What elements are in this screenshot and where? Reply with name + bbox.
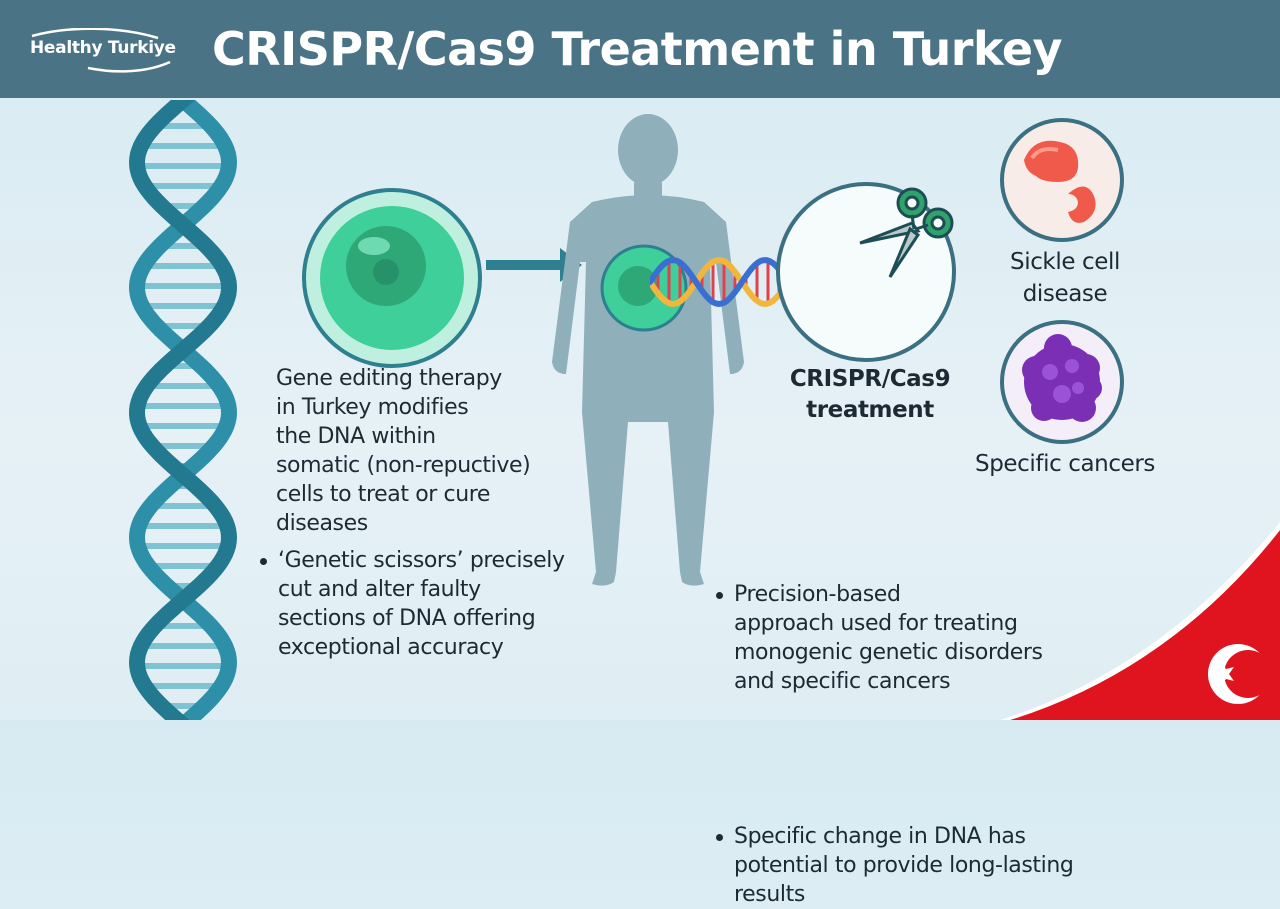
bullet-precision-based: Precision-based approach used for treati… [712, 580, 1114, 696]
dna-helix-icon [128, 100, 238, 720]
sickle-cell-icon [1000, 118, 1124, 242]
healthy-turkiye-logo[interactable]: Healthy Turkiye [28, 28, 188, 78]
human-silhouette-icon [552, 114, 744, 586]
logo-text: Healthy Turkiye [30, 38, 176, 58]
intro-line: diseases [276, 511, 368, 536]
bullet-line: and specific cancers [734, 669, 951, 694]
scissors-icon [859, 187, 954, 278]
turkish-flag-icon [1000, 522, 1280, 720]
bullet-genetic-scissors: ‘Genetic scissors’ precisely cut and alt… [256, 546, 618, 662]
logo-swoosh-icon [31, 28, 171, 73]
bullet-line: exceptional accuracy [278, 635, 504, 660]
bullet-line: cut and alter faulty [278, 577, 481, 602]
intro-text: Gene editing therapy in Turkey modifies … [276, 364, 596, 538]
cell-icon [302, 188, 482, 368]
intro-line: in Turkey modifies [276, 395, 469, 420]
bullet-line: results [734, 882, 805, 907]
intro-line: cells to treat or cure [276, 482, 491, 507]
bullet-line: Specific change in DNA has [734, 824, 1026, 849]
bullet-line: Precision-based [734, 582, 901, 607]
bullet-line: approach used for treating [734, 611, 1018, 636]
cancer-cell-icon [1000, 320, 1124, 444]
bullet-line: monogenic genetic disorders [734, 640, 1043, 665]
page-title: CRISPR/Cas9 Treatment in Turkey [212, 22, 1063, 76]
sickle-label-line: disease [1022, 281, 1108, 307]
intro-line: the DNA within [276, 424, 436, 449]
intro-line: Gene editing therapy [276, 366, 502, 391]
bullet-specific-change: Specific change in DNA has potential to … [712, 822, 1114, 909]
intro-line: somatic (non-repuctive) [276, 453, 531, 478]
crispr-label-line: treatment [806, 397, 934, 423]
bullet-line: sections of DNA offering [278, 606, 536, 631]
crispr-label: CRISPR/Cas9 treatment [770, 364, 970, 426]
specific-cancers-label: Specific cancers [975, 451, 1155, 477]
bullet-line: ‘Genetic scissors’ precisely [278, 548, 565, 573]
header-bar: Healthy Turkiye CRISPR/Cas9 Treatment in… [0, 0, 1280, 98]
sickle-cell-label: Sickle cell disease [985, 246, 1145, 310]
bullet-line: potential to provide long-lasting [734, 853, 1074, 878]
crispr-label-line: CRISPR/Cas9 [789, 366, 951, 392]
sickle-label-line: Sickle cell [1010, 249, 1120, 275]
